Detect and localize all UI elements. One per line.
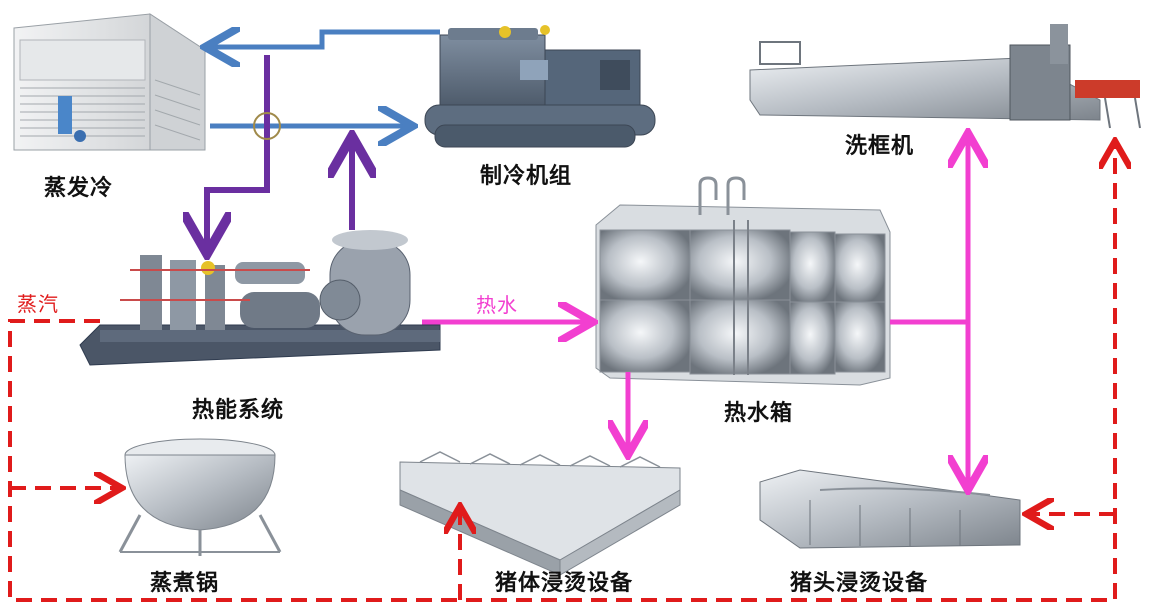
hot-water-lines bbox=[422, 138, 968, 485]
hot-water-flow-label: 热水 bbox=[476, 293, 518, 317]
thermal-system-label: 热能系统 bbox=[192, 398, 285, 423]
hot-water-tank bbox=[595, 176, 891, 386]
pipe-crossing bbox=[253, 112, 281, 140]
evaporative-cooler-label: 蒸发冷 bbox=[44, 176, 114, 201]
hot-water-tank-label: 热水箱 bbox=[724, 401, 794, 426]
refrigeration-unit-label: 制冷机组 bbox=[480, 164, 573, 189]
head-scalding-equipment bbox=[759, 469, 1021, 549]
steam-flow-label: 蒸汽 bbox=[17, 292, 59, 316]
body-scalder-label: 猪体浸烫设备 bbox=[495, 571, 634, 596]
thermal-energy-system bbox=[79, 230, 441, 366]
crate-washer-label: 洗框机 bbox=[845, 134, 915, 159]
refrigeration-unit bbox=[424, 25, 656, 148]
steam-pot-label: 蒸煮锅 bbox=[150, 571, 220, 596]
cooling-water-lines bbox=[210, 32, 440, 126]
crate-washer bbox=[749, 24, 1141, 129]
evaporative-cooler bbox=[13, 13, 206, 151]
refrigerant-lines bbox=[207, 55, 352, 248]
steam-lines bbox=[8, 145, 1115, 602]
head-scalder-label: 猪头浸烫设备 bbox=[790, 571, 929, 596]
steam-pot bbox=[118, 438, 282, 556]
body-scalding-equipment bbox=[399, 451, 681, 576]
